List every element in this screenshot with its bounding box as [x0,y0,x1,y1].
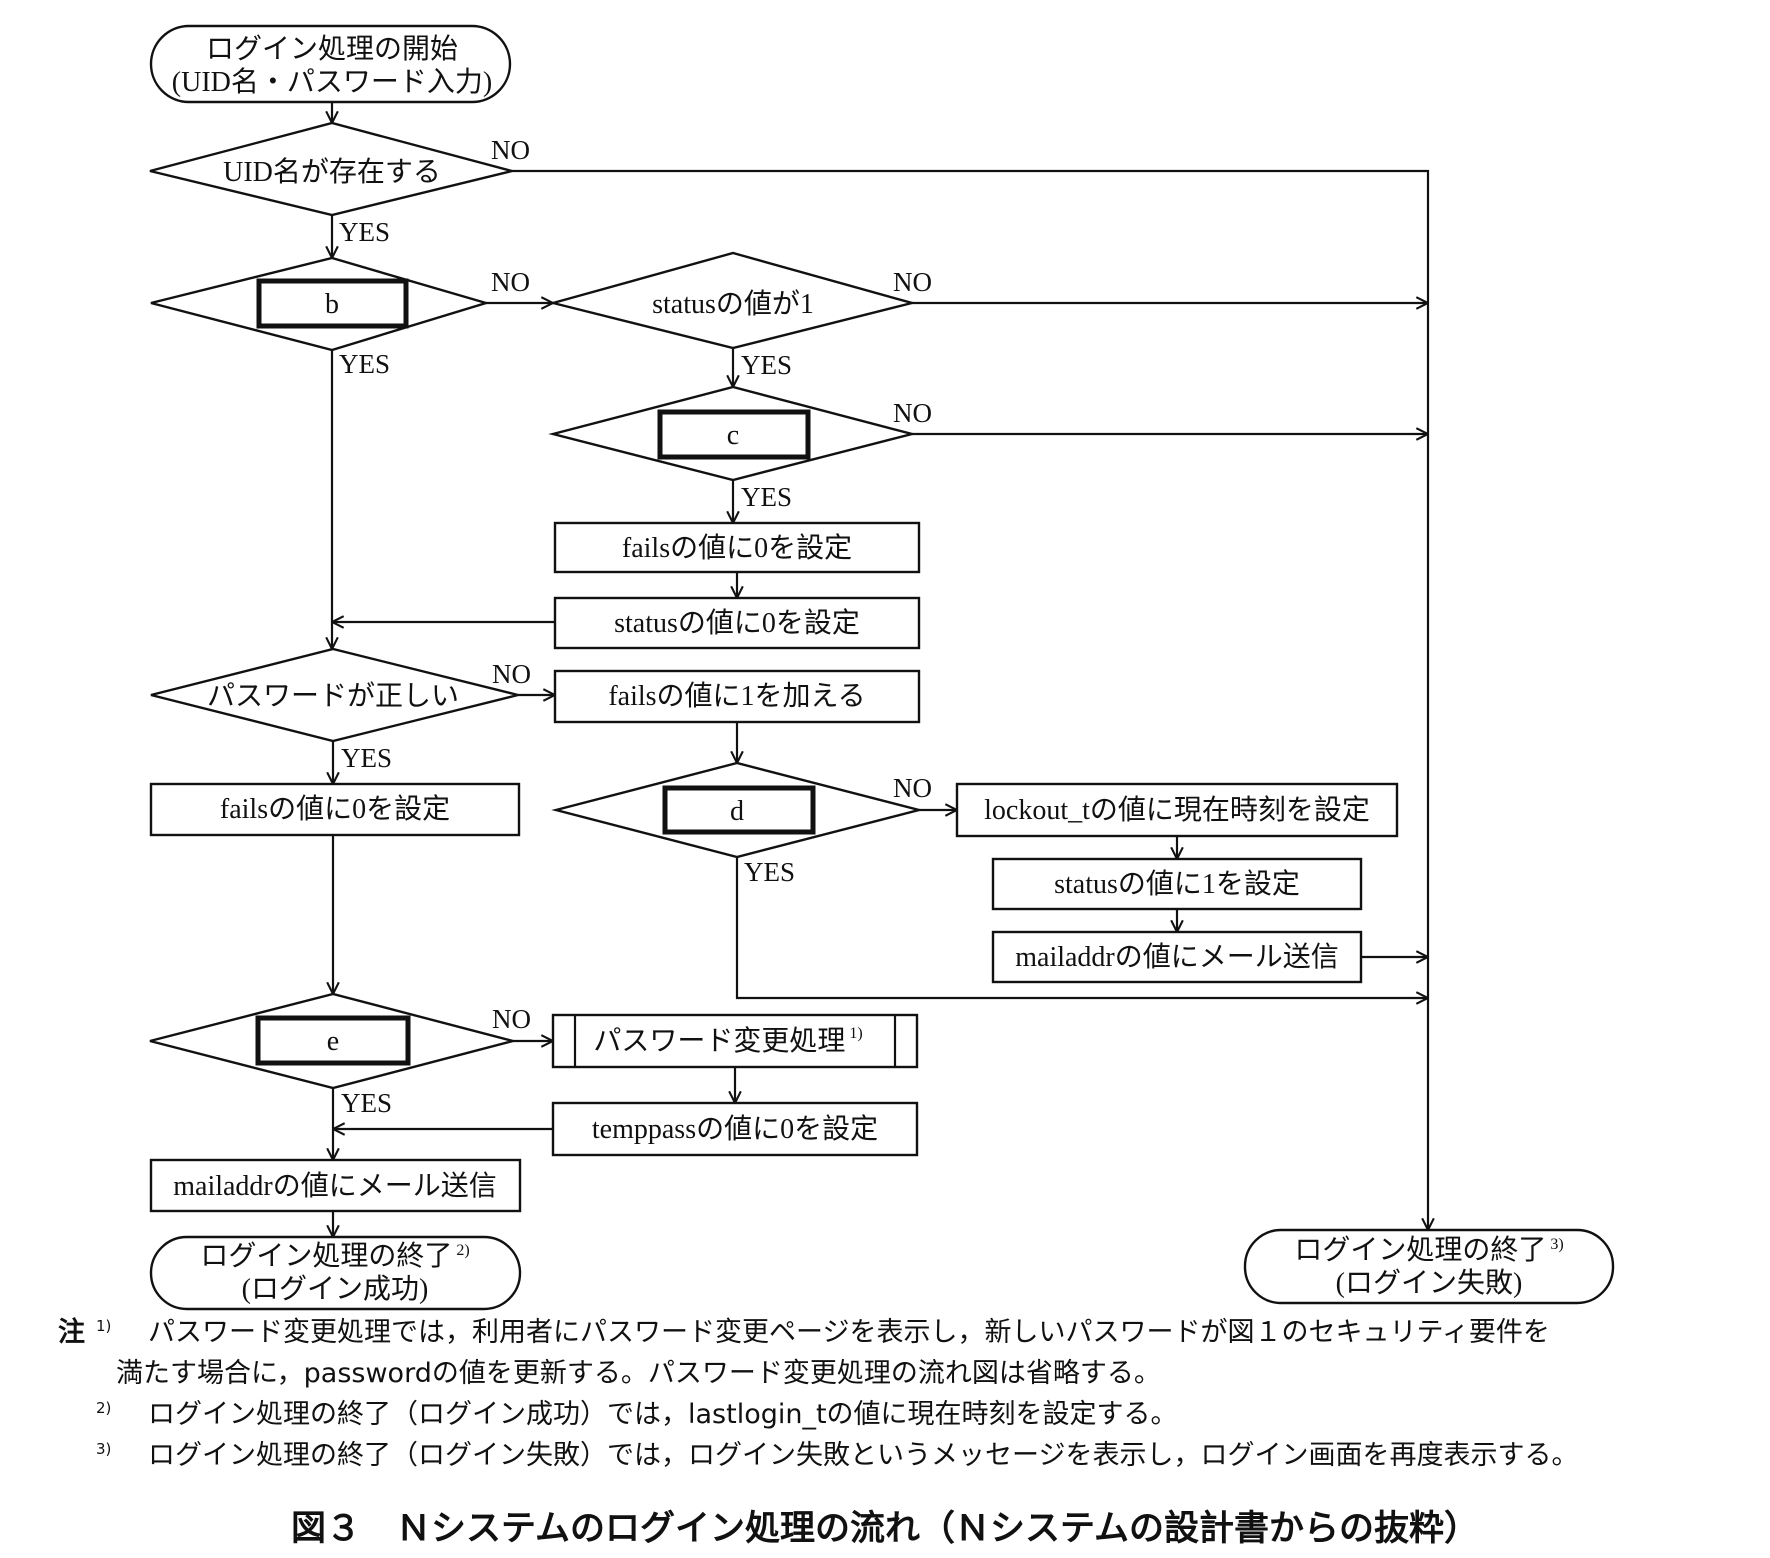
arrow-d-yes [735,857,1428,998]
blank-b-label: b [325,289,339,320]
process-mail-left: mailaddrの値にメール送信 [149,1158,522,1213]
b-no-label: NO [491,267,530,297]
start-terminal: ログイン処理の開始 (UID名・パスワード入力) [149,24,512,104]
password-yes-label: YES [341,743,392,773]
start-line2: (UID名・パスワード入力) [172,66,492,98]
process-set-status-0: statusの値に0を設定 [553,596,921,650]
footnote-1: 注 1) パスワード変更処理では，利用者にパスワード変更ページを表示し，新しいパ… [58,1312,1758,1394]
add-fails-1-label: failsの値に1を加える [608,680,865,712]
set-fails-0-mid-label: failsの値に0を設定 [622,532,852,564]
uid-yes-label: YES [339,217,390,247]
decision-uid-exists: UID名が存在する [149,121,513,217]
set-fails-0-left-label: failsの値に0を設定 [220,793,450,825]
footnote-text: ログイン処理の終了（ログイン失敗）では，ログイン失敗というメッセージを表示し，ロ… [148,1440,1579,1471]
decision-e: e [149,992,518,1090]
end-success-line2: (ログイン成功) [242,1273,429,1305]
process-mail-right: mailaddrの値にメール送信 [991,930,1363,984]
footnote-text: パスワード変更処理では，利用者にパスワード変更ページを表示し，新しいパスワードが… [148,1317,1550,1348]
process-set-fails-0-left: failsの値に0を設定 [149,782,521,837]
decision-d: d [551,761,924,859]
password-no-label: NO [492,659,531,689]
footnotes: 注 1) パスワード変更処理では，利用者にパスワード変更ページを表示し，新しいパ… [58,1312,1758,1476]
process-set-lockout-t: lockout_tの値に現在時刻を設定 [955,782,1399,838]
process-set-fails-0-mid: failsの値に0を設定 [553,521,921,574]
blank-c-label: c [727,420,739,451]
e-yes-label: YES [341,1088,392,1118]
decision-b: b [150,256,491,352]
footnote-text: ログイン処理の終了（ログイン成功）では，lastlogin_tの値に現在時刻を設… [148,1399,1178,1430]
note-marker: 注 [58,1317,85,1348]
process-add-fails-1: failsの値に1を加える [553,669,921,724]
decision-c: c [548,385,917,482]
status-no-label: NO [893,267,932,297]
mail-right-label: mailaddrの値にメール送信 [1015,941,1339,973]
e-no-label: NO [492,1004,531,1034]
set-status-0-label: statusの値に0を設定 [614,607,860,639]
figure-caption: 図３ Ｎシステムのログイン処理の流れ（Ｎシステムの設計書からの抜粋） [291,1509,1479,1549]
d-no-label: NO [893,773,932,803]
set-temppass-0-label: temppassの値に0を設定 [592,1113,878,1145]
footnote-2: 2) ログイン処理の終了（ログイン成功）では，lastlogin_tの値に現在時… [58,1394,1758,1435]
status-yes-label: YES [741,350,792,380]
c-yes-label: YES [741,482,792,512]
b-yes-label: YES [339,349,390,379]
footnote-number: 2) [96,1399,112,1417]
blank-d-label: d [730,796,744,827]
d-yes-label: YES [744,857,795,887]
line-failure-bus [512,169,1428,1230]
decision-status-is-1: statusの値が1 [548,251,917,350]
status-is-1-label: statusの値が1 [652,288,814,320]
footnote-text: 満たす場合に，passwordの値を更新する。パスワード変更処理の流れ図は省略す… [116,1358,1161,1389]
start-line1: ログイン処理の開始 [206,33,458,65]
uid-no-label: NO [491,135,530,165]
process-set-status-1: statusの値に1を設定 [991,857,1363,911]
mail-left-label: mailaddrの値にメール送信 [173,1170,497,1202]
c-no-label: NO [893,398,932,428]
uid-exists-label: UID名が存在する [223,156,441,188]
footnote-number: 3) [96,1440,112,1458]
login-flowchart: ログイン処理の開始 (UID名・パスワード入力) UID名が存在する NO YE… [149,24,1615,1311]
password-correct-label: パスワードが正しい [207,680,459,712]
blank-e-label: e [327,1026,339,1057]
footnote-number: 1) [96,1317,112,1335]
set-lockout-t-label: lockout_tの値に現在時刻を設定 [984,794,1370,826]
process-set-temppass-0: temppassの値に0を設定 [551,1101,919,1157]
end-failure-line2: (ログイン失敗) [1336,1267,1523,1299]
footnote-3: 3) ログイン処理の終了（ログイン失敗）では，ログイン失敗というメッセージを表示… [58,1435,1758,1476]
decision-password-correct: パスワードが正しい [150,647,519,743]
set-status-1-label: statusの値に1を設定 [1054,868,1300,900]
